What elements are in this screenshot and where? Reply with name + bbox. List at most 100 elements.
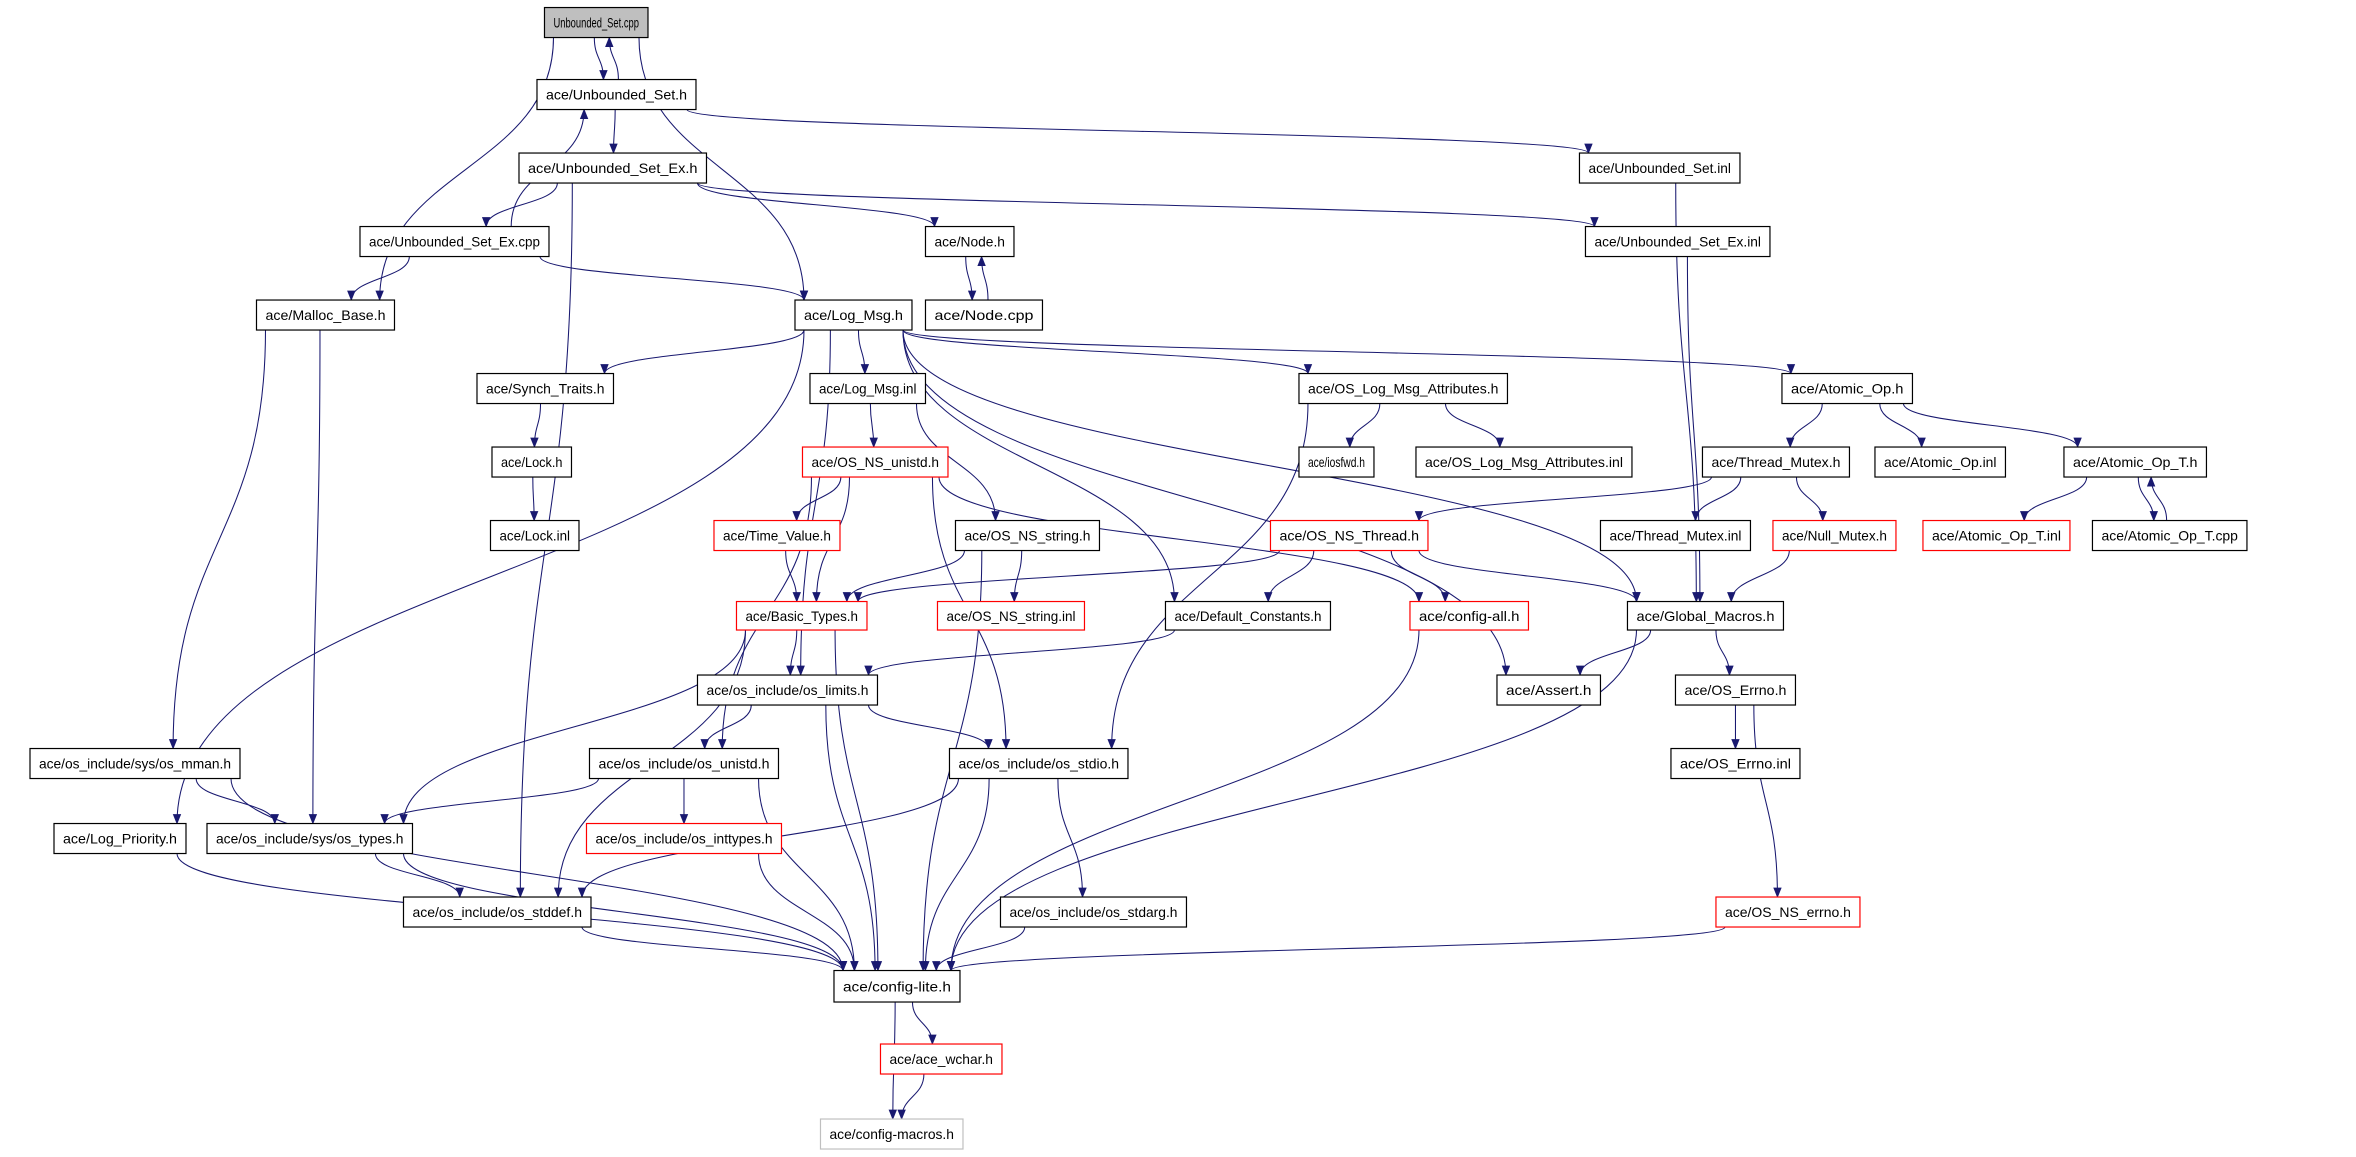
node-label: ace/Unbounded_Set_Ex.inl — [1594, 235, 1760, 251]
node-label: ace/Node.h — [934, 235, 1004, 251]
dependency-edge — [1575, 629, 1652, 677]
node-box — [1409, 600, 1530, 631]
dependency-edge — [932, 926, 1026, 972]
graph-node-ace-os-include-os-inttypes-h[interactable]: ace/os_include/os_inttypes.h — [585, 822, 783, 855]
graph-node-ace-atomic-op-t-inl[interactable]: ace/Atomic_Op_T.inl — [1922, 519, 2071, 552]
graph-node-ace-config-macros-h[interactable]: ace/config-macros.h — [819, 1118, 964, 1150]
node-label: ace/os_include/sys/os_mman.h — [39, 757, 231, 773]
graph-node-unbounded-set-cpp[interactable]: Unbounded_Set.cpp — [543, 6, 649, 39]
graph-node-ace-atomic-op-t-h[interactable]: ace/Atomic_Op_T.h — [2063, 446, 2208, 478]
graph-node-ace-basic-types-h[interactable]: ace/Basic_Types.h — [735, 600, 868, 631]
graph-node-ace-os-ns-unistd-h[interactable]: ace/OS_NS_unistd.h — [801, 446, 949, 478]
node-label: ace/os_include/os_stdio.h — [958, 757, 1118, 773]
graph-node-ace-os-ns-thread-h[interactable]: ace/OS_NS_Thread.h — [1269, 519, 1429, 552]
graph-node-ace-node-cpp[interactable]: ace/Node.cpp — [924, 299, 1044, 331]
graph-node-ace-atomic-op-h[interactable]: ace/Atomic_Op.h — [1781, 372, 1914, 405]
node-label: ace/OS_NS_errno.h — [1725, 905, 1851, 921]
graph-node-ace-assert-h[interactable]: ace/Assert.h — [1496, 674, 1602, 706]
node-box — [491, 446, 573, 478]
graph-node-ace-config-lite-h[interactable]: ace/config-lite.h — [833, 969, 961, 1003]
dependency-edge — [539, 256, 809, 302]
graph-node-ace-os-include-os-stdio-h[interactable]: ace/os_include/os_stdio.h — [948, 747, 1129, 780]
node-label: ace/Unbounded_Set_Ex.h — [528, 161, 697, 177]
node-label: ace/Time_Value.h — [723, 529, 831, 545]
graph-node-ace-lock-h[interactable]: ace/Lock.h — [491, 446, 573, 478]
node-label: ace/ace_wchar.h — [889, 1052, 992, 1068]
node-label: ace/Unbounded_Set_Ex.cpp — [369, 235, 540, 251]
graph-node-ace-time-value-h[interactable]: ace/Time_Value.h — [713, 519, 841, 552]
node-box — [735, 600, 868, 631]
graph-node-ace-atomic-op-t-cpp[interactable]: ace/Atomic_Op_T.cpp — [2091, 519, 2248, 552]
graph-node-ace-os-log-msg-attributes-h[interactable]: ace/OS_Log_Msg_Attributes.h — [1298, 372, 1509, 405]
node-label: ace/os_include/os_limits.h — [706, 683, 868, 699]
graph-node-ace-log-msg-inl[interactable]: ace/Log_Msg.inl — [809, 372, 927, 405]
node-box — [2063, 446, 2208, 478]
graph-node-ace-malloc-base-h[interactable]: ace/Malloc_Base.h — [255, 299, 396, 331]
node-label: ace/os_include/sys/os_types.h — [216, 832, 403, 848]
node-label: ace/OS_Log_Msg_Attributes.inl — [1425, 455, 1623, 471]
dependency-edge — [946, 630, 1420, 972]
graph-node-ace-unbounded-set-ex-h[interactable]: ace/Unbounded_Set_Ex.h — [518, 152, 708, 184]
graph-node-ace-node-h[interactable]: ace/Node.h — [924, 225, 1015, 258]
graph-node-ace-thread-mutex-h[interactable]: ace/Thread_Mutex.h — [1701, 446, 1851, 478]
graph-node-ace-global-macros-h[interactable]: ace/Global_Macros.h — [1626, 600, 1785, 631]
graph-node-ace-unbounded-set-ex-inl[interactable]: ace/Unbounded_Set_Ex.inl — [1584, 225, 1771, 258]
dependency-edge — [825, 705, 880, 972]
graph-node-ace-os-errno-inl[interactable]: ace/OS_Errno.inl — [1670, 747, 1801, 780]
dependency-edge — [1010, 550, 1023, 603]
graph-node-ace-os-ns-errno-h[interactable]: ace/OS_NS_errno.h — [1715, 896, 1861, 928]
graph-node-ace-os-include-os-stdarg-h[interactable]: ace/os_include/os_stdarg.h — [999, 896, 1188, 928]
graph-node-ace-os-errno-h[interactable]: ace/OS_Errno.h — [1674, 674, 1797, 706]
dependency-edge — [902, 330, 1641, 603]
dependency-edge — [609, 109, 618, 155]
graph-node-ace-os-include-os-unistd-h[interactable]: ace/os_include/os_unistd.h — [588, 747, 780, 780]
node-label: ace/Node.cpp — [934, 308, 1033, 324]
node-label: ace/Lock.inl — [499, 529, 569, 545]
node-box — [924, 225, 1015, 258]
node-label: ace/Atomic_Op.h — [1791, 382, 1903, 398]
node-box — [588, 747, 780, 780]
dependency-edge — [864, 629, 1176, 677]
graph-node-ace-unbounded-set-inl[interactable]: ace/Unbounded_Set.inl — [1578, 152, 1741, 184]
graph-node-ace-iosfwd-h[interactable]: ace/iosfwd.h — [1298, 446, 1375, 478]
graph-node-ace-os-ns-string-h[interactable]: ace/OS_NS_string.h — [954, 519, 1101, 552]
graph-node-ace-log-priority-h[interactable]: ace/Log_Priority.h — [53, 822, 187, 855]
node-box — [696, 674, 879, 706]
graph-node-ace-os-include-os-stddef-h[interactable]: ace/os_include/os_stddef.h — [402, 896, 592, 928]
graph-node-ace-unbounded-set-h[interactable]: ace/Unbounded_Set.h — [536, 78, 697, 111]
graph-node-ace-log-msg-h[interactable]: ace/Log_Msg.h — [794, 299, 913, 331]
node-box — [819, 1118, 964, 1150]
graph-node-ace-unbounded-set-ex-cpp[interactable]: ace/Unbounded_Set_Ex.cpp — [359, 225, 550, 258]
dependency-edge — [686, 109, 1593, 155]
graph-node-ace-default-constants-h[interactable]: ace/Default_Constants.h — [1164, 600, 1332, 631]
graph-node-ace-config-all-h[interactable]: ace/config-all.h — [1409, 600, 1530, 631]
dependency-edge — [902, 329, 1795, 375]
dependency-edge — [1107, 403, 1309, 750]
dependency-edge — [1691, 476, 1742, 522]
graph-node-ace-os-include-sys-os-mman-h[interactable]: ace/os_include/sys/os_mman.h — [29, 747, 241, 780]
node-label: ace/os_include/os_stddef.h — [412, 905, 581, 921]
node-label: ace/config-lite.h — [843, 979, 951, 995]
graph-node-ace-os-include-os-limits-h[interactable]: ace/os_include/os_limits.h — [696, 674, 879, 706]
graph-node-ace-atomic-op-inl[interactable]: ace/Atomic_Op.inl — [1874, 446, 2007, 478]
node-box — [999, 896, 1188, 928]
node-box — [255, 299, 396, 331]
node-box — [1626, 600, 1785, 631]
node-label: ace/Basic_Types.h — [745, 609, 857, 625]
dependency-edge — [530, 403, 542, 449]
graph-node-ace-lock-inl[interactable]: ace/Lock.inl — [489, 519, 580, 552]
graph-node-ace-ace-wchar-h[interactable]: ace/ace_wchar.h — [879, 1043, 1003, 1075]
dependency-edge — [1795, 477, 1827, 522]
graph-node-ace-os-include-sys-os-types-h[interactable]: ace/os_include/sys/os_types.h — [206, 822, 414, 855]
dependency-edge — [168, 330, 267, 750]
graph-node-ace-os-log-msg-attributes-inl[interactable]: ace/OS_Log_Msg_Attributes.inl — [1415, 446, 1633, 478]
graph-node-ace-null-mutex-h[interactable]: ace/Null_Mutex.h — [1772, 519, 1897, 552]
graph-node-ace-synch-traits-h[interactable]: ace/Synch_Traits.h — [476, 372, 615, 405]
graph-node-ace-thread-mutex-inl[interactable]: ace/Thread_Mutex.inl — [1599, 519, 1752, 552]
node-box — [402, 896, 592, 928]
dependency-edge — [380, 778, 600, 825]
node-box — [1415, 446, 1633, 478]
dependency-edge — [785, 550, 801, 603]
dependency-edge — [1414, 476, 1712, 522]
graph-node-ace-os-ns-string-inl[interactable]: ace/OS_NS_string.inl — [936, 600, 1086, 631]
